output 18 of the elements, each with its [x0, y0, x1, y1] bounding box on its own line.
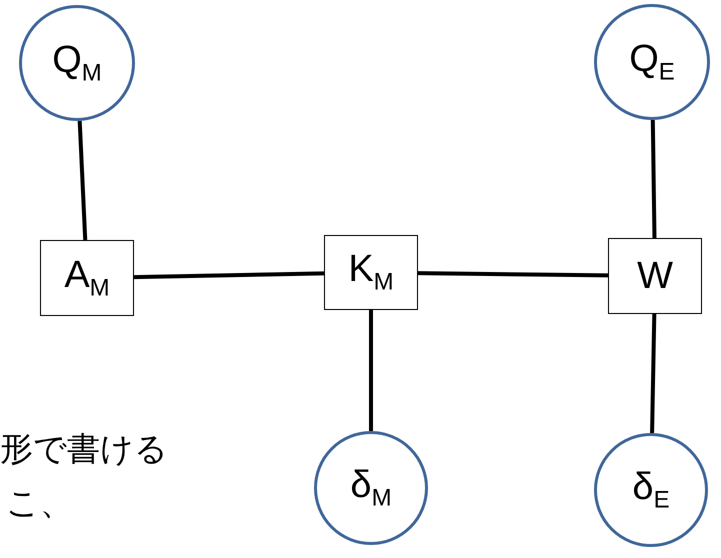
text-fragment: 形で書ける: [0, 432, 168, 465]
text-fragment: こ、: [6, 486, 73, 519]
node-label: A$_{M}$: [64, 256, 110, 300]
node-label: Q$_{M}$: [52, 40, 102, 86]
connector-line: [650, 120, 656, 238]
node-label: δ$_{E}$: [632, 468, 670, 512]
factor-box: [324, 235, 418, 310]
connector-line: [369, 310, 373, 431]
factor-box: [608, 238, 702, 314]
connector-line: [78, 120, 88, 240]
connector-line: [650, 314, 656, 434]
connector-line: [134, 271, 324, 280]
node-label: W: [637, 257, 673, 295]
node-label: K$_{M}$: [348, 250, 394, 295]
node-label: δ$_{M}$: [350, 466, 392, 510]
connector-line: [418, 271, 608, 278]
factor-box: [40, 240, 134, 316]
node-label: Q$_{E}$: [629, 40, 675, 84]
